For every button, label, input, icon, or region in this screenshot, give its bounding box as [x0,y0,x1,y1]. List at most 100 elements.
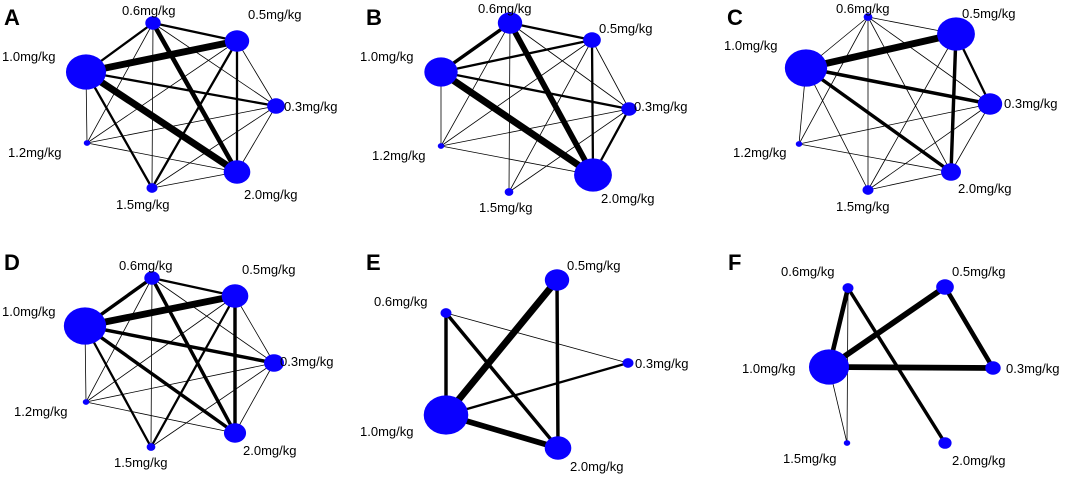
node-n10 [65,54,107,90]
node-n03 [267,98,285,114]
edge-n05-n20 [555,278,560,450]
edge-n10-n15 [805,67,869,191]
node-n06 [863,13,873,21]
node-label-n06: 0.6mg/kg [122,3,175,18]
edge-n05-n12 [440,39,593,147]
node-label-n03: 0.3mg/kg [1004,96,1057,111]
node-n15 [504,188,514,196]
panel-letter: F [728,250,741,275]
panel-edges [826,284,996,445]
edge-n06-n12 [440,22,511,147]
panel-edges [81,276,276,449]
edge-n03-n12 [798,103,991,145]
node-label-n10: 1.0mg/kg [742,361,795,376]
edge-n06-n15 [508,22,511,193]
edge-n05-n03 [236,40,277,107]
node-label-n15: 1.5mg/kg [836,199,889,214]
node-label-n10: 1.0mg/kg [360,424,413,439]
node-label-n20: 2.0mg/kg [958,181,1011,196]
edge-n05-n10 [439,38,594,74]
node-label-n20: 2.0mg/kg [243,443,296,458]
node-label-n06: 0.6mg/kg [478,1,531,16]
panel-letter: D [4,250,20,275]
node-label-n05: 0.5mg/kg [248,7,301,22]
node-n06 [497,12,523,34]
node-label-n15: 1.5mg/kg [479,200,532,215]
edge-n10-n20 [437,68,597,179]
node-n12 [437,143,445,149]
edge-n10-n20 [804,66,953,174]
edge-n05-n15 [150,39,239,190]
panel-nodes [65,16,285,193]
node-n20 [223,160,251,184]
panel-letter: A [4,5,20,30]
edge-n10-n03 [826,364,996,371]
node-n03 [621,102,637,116]
network-panel-b: 0.6mg/kg0.5mg/kg1.0mg/kg0.3mg/kg1.2mg/kg… [360,1,687,215]
edge-n03-n12 [440,108,630,147]
node-n05 [221,284,249,308]
edge-n06-n05 [150,276,237,298]
node-label-n03: 0.3mg/kg [284,99,337,114]
node-n05 [583,32,601,48]
edge-n12-n20 [798,143,952,173]
edge-n10-n03 [439,70,631,111]
panel-letter: E [366,250,381,275]
node-n05 [937,17,975,51]
edge-n12-n20 [86,142,238,173]
edge-n03-n15 [867,103,991,191]
node-n06 [145,16,161,30]
node-n06 [144,271,160,285]
node-label-n20: 2.0mg/kg [244,187,297,202]
edge-n03-n15 [508,108,630,193]
panel-edges [82,20,278,190]
edge-n06-n20 [150,276,237,435]
edge-n05-n03 [591,39,630,110]
node-n15 [843,440,851,446]
node-n10 [423,395,469,435]
node-label-n10: 1.0mg/kg [360,49,413,64]
edge-n03-n12 [86,105,277,144]
node-label-n03: 0.3mg/kg [280,354,333,369]
edge-n05-n20 [590,38,595,177]
node-label-n10: 1.0mg/kg [724,38,777,53]
node-label-n10: 1.0mg/kg [2,304,55,319]
node-label-n20: 2.0mg/kg [601,191,654,206]
node-label-n05: 0.5mg/kg [962,6,1015,21]
node-n10 [424,57,458,87]
edge-n06-n20 [150,20,240,175]
edge-n05-n15 [149,294,237,449]
edge-n03-n15 [150,362,275,448]
edge-n06-n12 [798,16,869,145]
panel-letter: B [366,5,382,30]
node-n10 [63,307,107,345]
edge-n10-n20 [82,68,241,176]
node-label-n20: 2.0mg/kg [570,459,623,474]
node-n20 [223,423,247,443]
edge-n10-n20 [83,324,237,435]
node-n20 [574,158,612,192]
panel-edges [442,276,630,451]
panel-nodes [63,271,284,451]
edge-n06-n05 [508,21,594,42]
edge-n06-n03 [445,312,629,364]
edge-n10-n15 [84,70,154,190]
node-label-n03: 0.3mg/kg [634,99,687,114]
edge-n05-n03 [234,295,275,364]
node-label-n12: 1.2mg/kg [14,404,67,419]
node-n12 [795,141,803,147]
node-n06 [842,283,854,293]
edge-n05-n10 [81,292,239,330]
edge-n05-n10 [802,30,960,72]
edge-n05-n12 [85,295,236,403]
edge-n06-n15 [150,277,153,448]
edge-n05-n03 [942,284,996,371]
edge-n06-n20 [867,16,952,173]
edge-n10-n03 [83,324,276,365]
node-label-n12: 1.2mg/kg [8,145,61,160]
node-n10 [784,49,828,87]
edge-n03-n20 [236,105,277,173]
node-n20 [941,163,961,181]
edge-n06-n15 [151,22,154,189]
